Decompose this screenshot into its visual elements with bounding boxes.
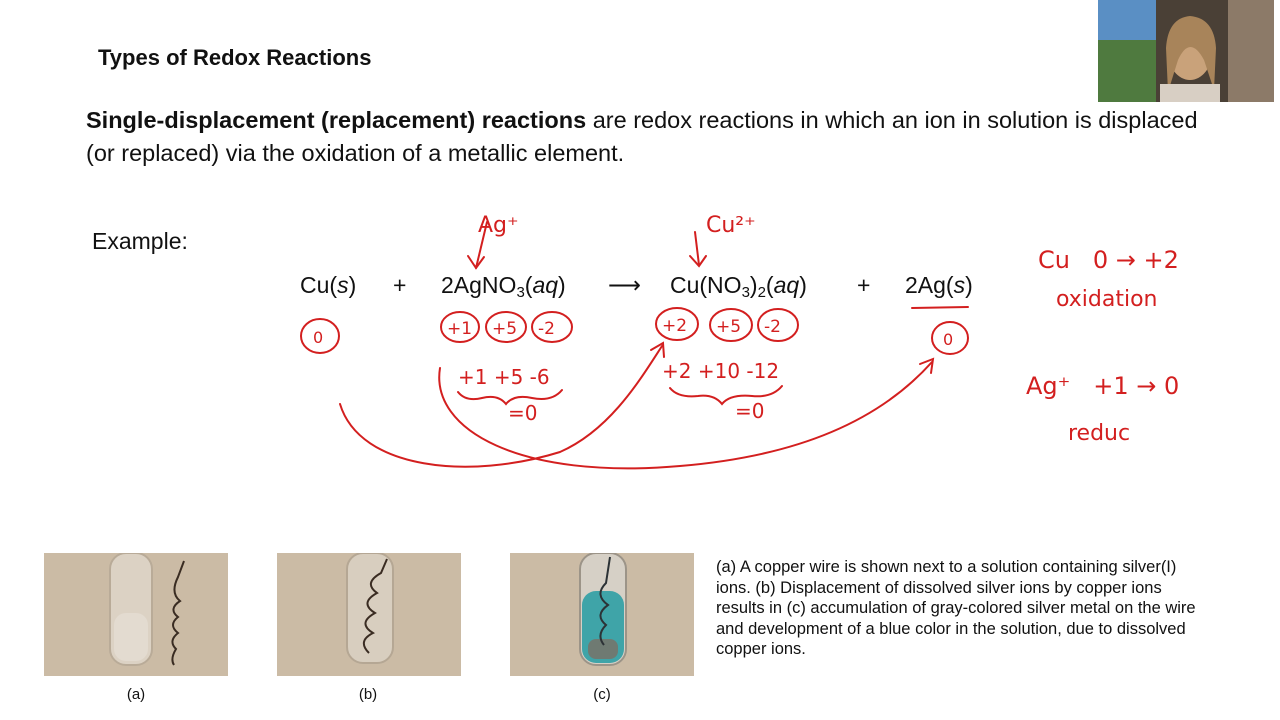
product-total: =0 (735, 399, 764, 423)
cu-pointer-arrow (694, 231, 700, 266)
ag-zero: 0 (943, 330, 953, 349)
ag-pointer-arrow (475, 221, 488, 269)
product-sum: +2 +10 -12 (662, 359, 779, 383)
figure-caption: (a) A copper wire is shown next to a sol… (716, 558, 1196, 658)
photo-label-b: (b) (358, 686, 378, 703)
cu-to-cu2-arrow (339, 345, 663, 468)
slide-title: Types of Redox Reactions (98, 45, 372, 70)
product-brace (669, 385, 783, 406)
photo-label-a: (a) (126, 686, 146, 703)
reactant-sum: +1 +5 -6 (458, 365, 550, 389)
ag-zero-circle (931, 321, 969, 355)
ox-num-4: +2 (662, 316, 687, 336)
ag-ion-label: Ag⁺ (478, 213, 519, 238)
cu-ion-label: Cu²⁺ (706, 213, 756, 238)
eq-agno3: 2AgNO3(aq) (441, 272, 566, 301)
cu-zero: 0 (313, 328, 323, 347)
example-label: Example: (92, 228, 188, 254)
ox-circle-6 (757, 308, 799, 342)
reactant-total: =0 (508, 401, 537, 425)
ag-change: Ag⁺ +1 → 0 (1026, 372, 1179, 400)
eq-plus-1: + (393, 272, 407, 298)
cu-change: Cu 0 → +2 (1038, 246, 1179, 274)
ox-circle-5 (709, 308, 753, 342)
ox-num-2: +5 (492, 319, 517, 339)
photo-label-c: (c) (593, 686, 611, 703)
ox-num-6: -2 (764, 317, 781, 337)
eq-ag: 2Ag(s) (905, 272, 973, 298)
eq-cu: Cu(s) (300, 272, 357, 298)
cu-zero-circle (300, 318, 340, 354)
eq-cuno3: Cu(NO3)2(aq) (670, 272, 807, 301)
ox-circle-3 (531, 311, 573, 343)
eq-arrow: ⟶ (608, 272, 641, 298)
definition-rest: are redox reactions in which an ion in s… (86, 107, 1198, 166)
photo-a (44, 553, 228, 676)
ox-circle-2 (485, 311, 527, 343)
presenter-webcam (1098, 0, 1274, 102)
reactant-brace (457, 389, 563, 406)
photo-c (510, 553, 694, 676)
ox-num-3: -2 (538, 319, 555, 339)
ox-circle-4 (655, 307, 699, 341)
photo-b (277, 553, 461, 676)
definition-text: Single-displacement (replacement) reacti… (86, 104, 1206, 170)
ox-num-5: +5 (716, 317, 741, 337)
ox-num-1: +1 (447, 319, 472, 339)
ag-process: reduc (1068, 421, 1130, 446)
definition-bold: Single-displacement (replacement) reacti… (86, 107, 587, 133)
ox-circle-1 (440, 311, 480, 343)
ag-to-ag-arrow (438, 361, 933, 470)
cu-process: oxidation (1056, 287, 1158, 312)
eq-plus-2: + (857, 272, 871, 298)
